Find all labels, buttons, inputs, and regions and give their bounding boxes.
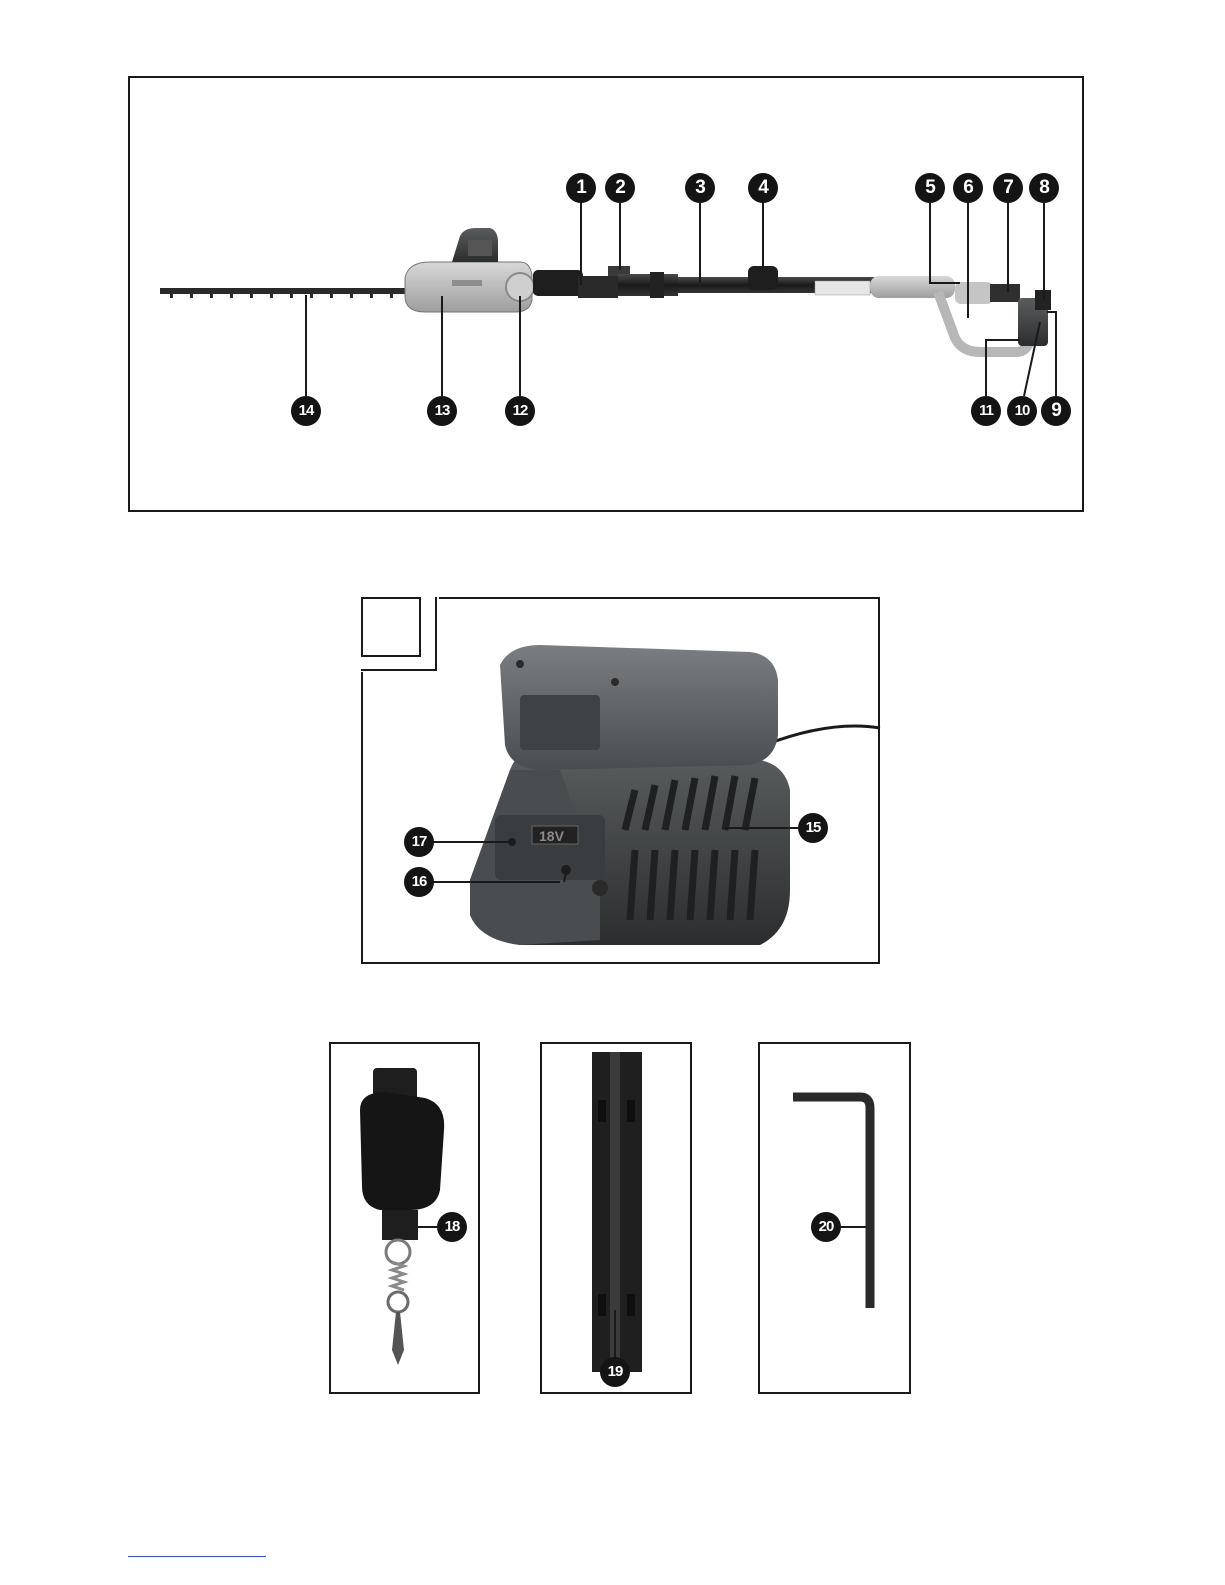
- callout-12: 12: [505, 396, 535, 426]
- callout-15: 15: [798, 813, 828, 843]
- callout-11: 11: [971, 396, 1001, 426]
- callout-7: 7: [993, 173, 1023, 203]
- callout-9: 9: [1041, 396, 1071, 426]
- footer-rule: [128, 1556, 266, 1557]
- charger-voltage-text: 18V: [539, 828, 565, 844]
- callout-18: 18: [437, 1212, 467, 1242]
- callout-10: 10: [1007, 396, 1037, 426]
- callout-8: 8: [1029, 173, 1059, 203]
- callout-19: 19: [600, 1357, 630, 1387]
- charger-drawing: 18V: [470, 645, 880, 945]
- callout-3: 3: [685, 173, 715, 203]
- callout-16: 16: [404, 867, 434, 897]
- callout-4: 4: [748, 173, 778, 203]
- shoulder-strap-drawing: [360, 1068, 444, 1365]
- callout-13: 13: [427, 396, 457, 426]
- callout-14: 14: [291, 396, 321, 426]
- callout-1: 1: [566, 173, 596, 203]
- callout-20: 20: [811, 1212, 841, 1242]
- callout-2: 2: [605, 173, 635, 203]
- callout-6: 6: [953, 173, 983, 203]
- allen-key-drawing: [793, 1097, 870, 1308]
- callout-5: 5: [915, 173, 945, 203]
- hedge-trimmer-drawing: [160, 228, 1051, 352]
- callout-17: 17: [404, 827, 434, 857]
- blade-cover-drawing: [592, 1052, 642, 1372]
